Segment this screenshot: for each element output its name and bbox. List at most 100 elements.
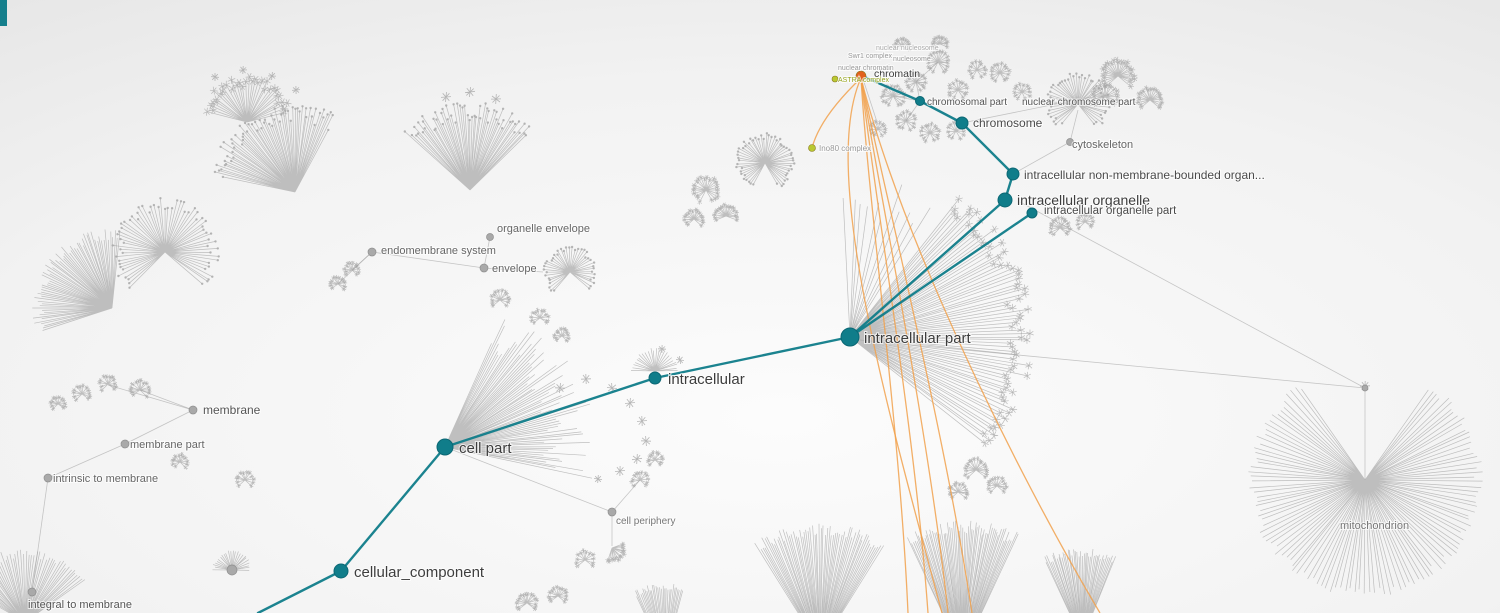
fan-spokes xyxy=(206,76,288,123)
fan-tip-asterisks xyxy=(891,36,912,52)
fan-tip-asterisks xyxy=(234,469,257,489)
fan-tip-dots xyxy=(403,102,531,137)
gray-node[interactable] xyxy=(226,564,238,576)
fan-tip-dots xyxy=(542,245,596,292)
fan-spokes xyxy=(714,204,738,221)
gray-edge xyxy=(961,96,1092,124)
gray-node[interactable] xyxy=(27,587,37,597)
gray-edges xyxy=(31,61,1366,593)
node-intracellular-organelle-part[interactable] xyxy=(1026,207,1038,219)
node-intracellular-part[interactable] xyxy=(840,327,860,347)
fan-tip-dots xyxy=(213,105,334,179)
fan-tip-asterisks xyxy=(682,207,706,228)
node-cell-part[interactable] xyxy=(436,438,454,456)
fan-spokes xyxy=(516,593,538,610)
fan-spokes xyxy=(554,328,569,342)
fan-tip-asterisks xyxy=(989,61,1012,84)
node-intracellular[interactable] xyxy=(648,371,662,385)
label-intracellular: intracellular xyxy=(668,371,745,388)
orange-edge xyxy=(860,77,1101,613)
fan-tip-asterisks xyxy=(1075,212,1096,231)
node-astra-complex[interactable] xyxy=(831,75,839,83)
gray-edge xyxy=(1012,141,1071,175)
fan-spokes xyxy=(1102,59,1135,87)
teal-path-edges xyxy=(256,74,1034,613)
label-intracellular-part: intracellular part xyxy=(864,330,972,347)
teal-edge xyxy=(256,569,343,613)
fan-spokes xyxy=(444,319,593,479)
label-endomembrane-system: endomembrane system xyxy=(381,245,496,257)
fan-spokes xyxy=(112,198,219,288)
gray-edge xyxy=(107,384,194,411)
gray-node[interactable] xyxy=(43,473,53,483)
fan-spokes xyxy=(693,177,719,203)
gray-node[interactable] xyxy=(486,233,494,241)
gray-edge xyxy=(1019,201,1366,389)
fan-spokes xyxy=(1092,84,1118,105)
gray-edge xyxy=(139,389,194,411)
fan-tip-asterisks xyxy=(328,274,348,292)
fan-spokes xyxy=(1014,83,1031,99)
gray-node[interactable] xyxy=(479,263,489,273)
node-intracellular-organelle[interactable] xyxy=(997,192,1013,208)
fan-tip-asterisks xyxy=(97,374,119,393)
fan-spokes xyxy=(736,133,795,187)
label-nuclear-chromatin: nuclear chromatin xyxy=(838,65,894,72)
gray-edge xyxy=(371,251,485,269)
orange-edges xyxy=(811,77,1101,613)
fan-tip-asterisks xyxy=(629,470,651,488)
fan-tip-asterisks xyxy=(605,541,627,564)
fan-spokes xyxy=(32,229,121,331)
gray-edge xyxy=(31,477,49,593)
node-chromosome[interactable] xyxy=(955,116,969,130)
gray-term-nodes xyxy=(27,138,1369,597)
node-chromatin[interactable] xyxy=(855,70,867,82)
label-astra-complex: ASTRA complex xyxy=(838,77,889,84)
teal-edge xyxy=(339,445,447,573)
fan-spokes xyxy=(576,550,594,567)
fan-tip-asterisks xyxy=(711,202,740,223)
highlighted-term-nodes xyxy=(333,70,1038,579)
fan-spokes xyxy=(684,209,704,226)
fan-spokes xyxy=(73,385,91,401)
corner-accent xyxy=(0,0,7,26)
fan-tip-asterisks xyxy=(962,456,990,480)
label-cell-part: cell part xyxy=(459,440,512,457)
fan-spokes xyxy=(214,106,334,193)
fan-spokes xyxy=(630,348,678,372)
node-chromosomal-part[interactable] xyxy=(915,96,925,106)
label-ino80-complex: Ino80 complex xyxy=(819,144,871,153)
fan-tip-asterisks xyxy=(930,34,950,49)
gray-node[interactable] xyxy=(120,439,130,449)
gray-node[interactable] xyxy=(1361,384,1369,392)
label-cytoskeleton: cytoskeleton xyxy=(1072,139,1133,151)
fan-tip-asterisks xyxy=(690,174,721,205)
gray-node[interactable] xyxy=(607,507,617,517)
fan-spokes xyxy=(949,482,968,499)
fan-spokes xyxy=(1137,87,1163,108)
label-cell-periphery: cell periphery xyxy=(616,516,675,527)
fan-spokes xyxy=(0,549,86,613)
gray-node[interactable] xyxy=(188,405,198,415)
fan-spokes xyxy=(894,38,910,50)
orange-edge xyxy=(860,77,949,613)
node-ino80-complex[interactable] xyxy=(808,144,816,152)
gray-node[interactable] xyxy=(367,247,377,257)
fan-spokes xyxy=(932,36,948,48)
fan-spokes xyxy=(543,246,595,291)
fan-spokes xyxy=(648,452,663,465)
gray-edge xyxy=(859,339,1366,389)
teal-edge xyxy=(443,376,657,449)
node-cellular-component[interactable] xyxy=(333,563,349,579)
fan-spokes xyxy=(50,397,66,410)
gray-edge xyxy=(1069,109,1079,143)
gray-node[interactable] xyxy=(1066,138,1074,146)
fan-tip-asterisks xyxy=(514,591,540,612)
label-membrane: membrane xyxy=(203,403,261,417)
node-intracellular-non-membrane-bounded-organelle[interactable] xyxy=(1006,167,1020,181)
label-nuclear-nucleosome: nuclear nucleosome xyxy=(876,45,939,52)
